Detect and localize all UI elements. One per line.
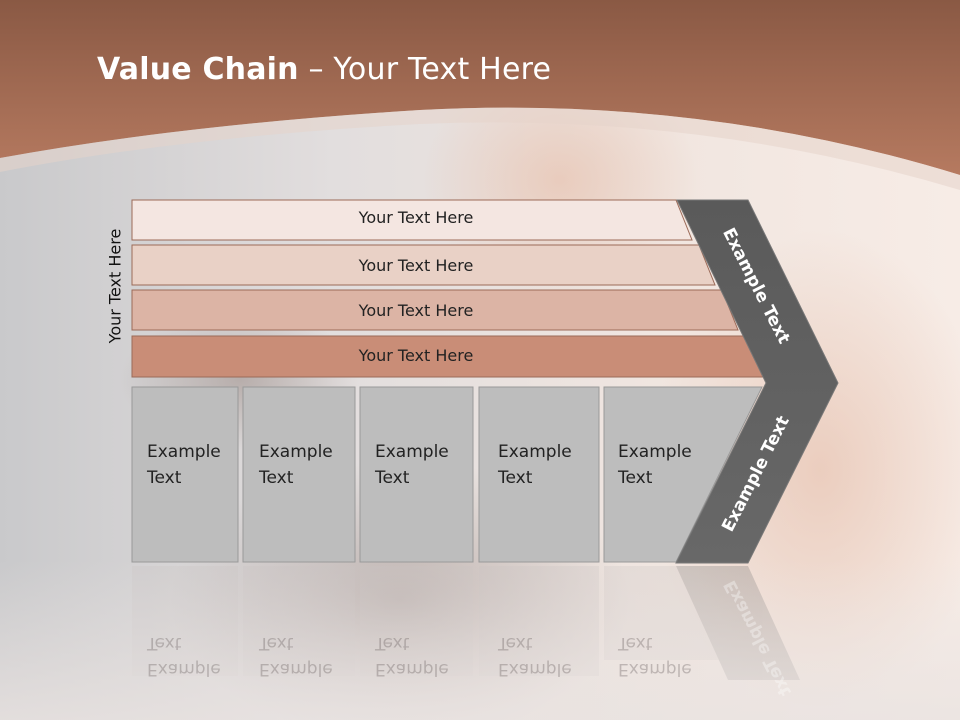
bar-1 <box>131 199 693 241</box>
text-reflections: Example Text Example Text Example Text E… <box>0 566 960 720</box>
bar-label-1: Your Text Here <box>358 208 474 227</box>
bar-label-3: Your Text Here <box>358 301 474 320</box>
box-1 <box>131 386 239 563</box>
box-label-2: Example Text <box>259 442 333 488</box>
reflection-fade <box>0 560 960 720</box>
box-label-5: Example Text <box>618 442 692 488</box>
box-reflection-2: Example Text <box>259 633 333 679</box>
title-bold: Value Chain <box>97 52 299 87</box>
box-reflection-3: Example Text <box>375 633 449 679</box>
box-3 <box>359 386 474 563</box>
header-swoosh <box>0 107 960 190</box>
box-reflection-1: Example Text <box>147 633 221 679</box>
slide-title: Value Chain – Your Text Here <box>97 52 551 87</box>
box-label-3: Example Text <box>375 442 449 488</box>
box-2 <box>242 386 356 563</box>
side-label: Your Text Here <box>105 228 125 344</box>
title-rest: – Your Text Here <box>298 52 552 87</box>
bar-2 <box>131 244 716 286</box>
box-reflection-5: Example Text <box>618 633 692 679</box>
box-label-1: Example Text <box>147 442 221 488</box>
box-4 <box>478 386 600 563</box>
header-band <box>0 0 960 175</box>
bar-label-4: Your Text Here <box>358 346 474 365</box>
bar-label-2: Your Text Here <box>358 256 474 275</box>
bar-3 <box>131 289 739 331</box>
box-reflection-4: Example Text <box>498 633 572 679</box>
box-label-4: Example Text <box>498 442 572 488</box>
